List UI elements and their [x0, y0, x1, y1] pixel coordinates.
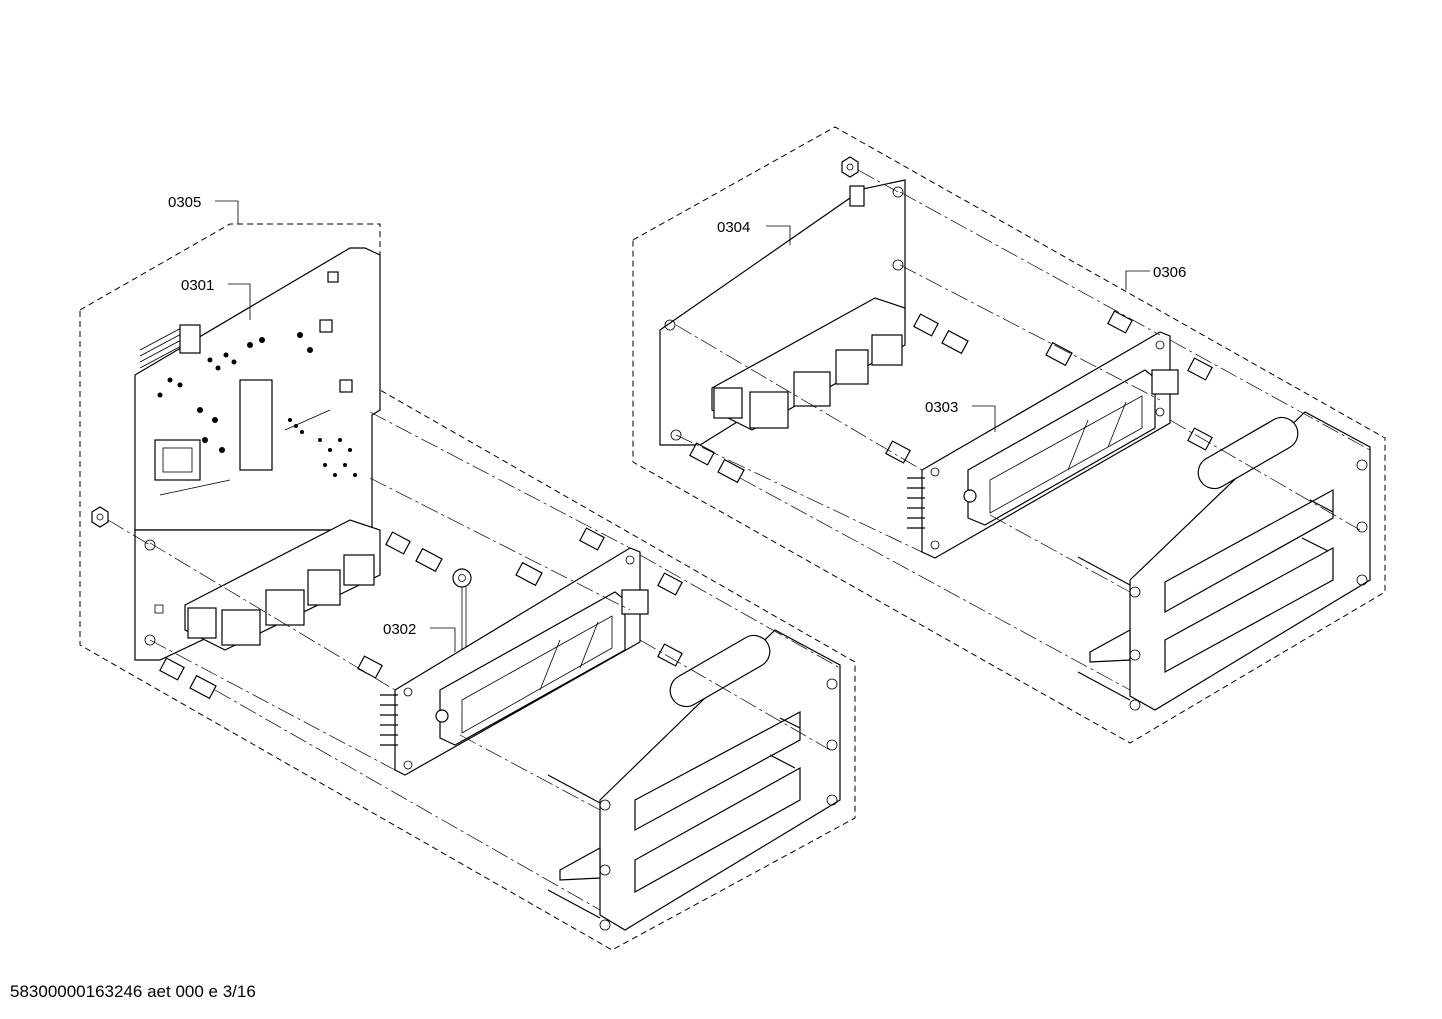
alignment-lines-left — [107, 411, 841, 911]
button-module-right — [711, 297, 906, 431]
screws-right — [1077, 499, 1334, 701]
leader-0301 — [228, 283, 251, 320]
left-assembly — [79, 200, 856, 951]
display-pins-0303 — [907, 477, 925, 529]
alignment-lines-right — [675, 169, 1371, 691]
chassis-bracket-right — [1089, 411, 1371, 711]
label-0303: 0303 — [925, 399, 958, 416]
label-0302: 0302 — [383, 621, 416, 638]
leader-0305 — [215, 200, 239, 224]
chassis-bracket-left — [559, 629, 841, 931]
right-group-outline — [632, 126, 1386, 744]
leader-0302 — [430, 627, 456, 652]
leader-0303 — [972, 405, 996, 432]
pcb-chip-large — [239, 379, 273, 471]
left-group-outline — [79, 223, 856, 951]
pcb-chip-square — [154, 439, 201, 481]
label-0301: 0301 — [181, 277, 214, 294]
screws-left — [547, 717, 801, 919]
display-window-0302 — [439, 591, 626, 746]
label-0306: 0306 — [1153, 264, 1186, 281]
ground-lug-0302 — [452, 568, 472, 650]
leader-0306 — [1125, 270, 1150, 290]
label-0304: 0304 — [717, 219, 750, 236]
button-module-left — [184, 519, 381, 651]
hex-nut-left — [91, 506, 109, 528]
right-assembly — [632, 126, 1386, 744]
hex-nut-right — [841, 156, 859, 178]
pcb-header-pins — [139, 324, 201, 369]
display-window-0303 — [967, 369, 1156, 526]
label-0305: 0305 — [168, 194, 201, 211]
spacers-left — [159, 527, 683, 700]
display-pins-0302 — [380, 694, 398, 746]
pcb-components-dots — [157, 332, 357, 477]
document-id-footer: 58300000163246 aet 000 e 3/16 — [10, 982, 256, 1001]
spacers-right — [689, 310, 1213, 484]
leader-0304 — [766, 225, 791, 245]
